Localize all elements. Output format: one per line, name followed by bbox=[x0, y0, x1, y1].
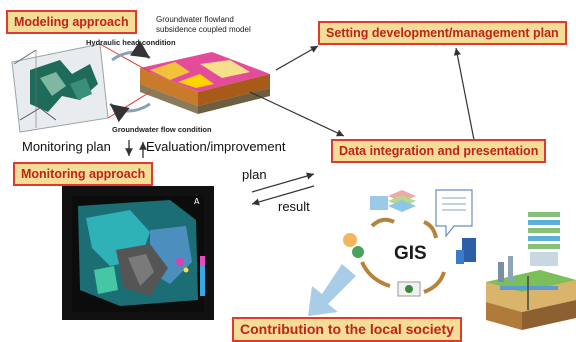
result-arrow bbox=[251, 185, 315, 206]
cycle-arrow-top bbox=[111, 40, 151, 62]
gis-cluster bbox=[343, 189, 476, 297]
groundwater-map-image bbox=[11, 43, 109, 133]
monitoring-plan-label: Monitoring plan bbox=[22, 139, 111, 154]
contribution-box: Contribution to the local society bbox=[232, 317, 462, 342]
satellite-deformation-image: A bbox=[62, 186, 214, 320]
evaluation-label: Evaluation/improvement bbox=[146, 139, 286, 154]
model-to-integration-arrow bbox=[249, 91, 345, 137]
monitoring-approach-box: Monitoring approach bbox=[13, 162, 154, 186]
coupled-model-3d-image bbox=[140, 52, 270, 114]
geology-block-image bbox=[486, 212, 576, 330]
model-to-setting-arrow bbox=[275, 45, 319, 71]
cycle-arrow-bottom bbox=[109, 102, 151, 123]
data-integration-box: Data integration and presentation bbox=[331, 139, 547, 163]
setting-plan-box: Setting development/management plan bbox=[318, 21, 567, 45]
gis-label: GIS bbox=[394, 243, 427, 264]
modeling-approach-box: Modeling approach bbox=[6, 10, 137, 34]
flow-condition-label: Groundwater flow condition bbox=[112, 125, 212, 134]
plan-arrow bbox=[251, 172, 315, 193]
hydraulic-head-label: Hydraulic head condition bbox=[86, 38, 176, 47]
result-label: result bbox=[278, 199, 310, 214]
contribution-big-arrow bbox=[308, 264, 356, 316]
plan-label: plan bbox=[242, 167, 267, 182]
coupled-model-label: Groundwater flowland subsidence coupled … bbox=[156, 15, 251, 34]
svg-text:A: A bbox=[194, 197, 200, 206]
integration-to-setting-arrow bbox=[453, 47, 475, 141]
